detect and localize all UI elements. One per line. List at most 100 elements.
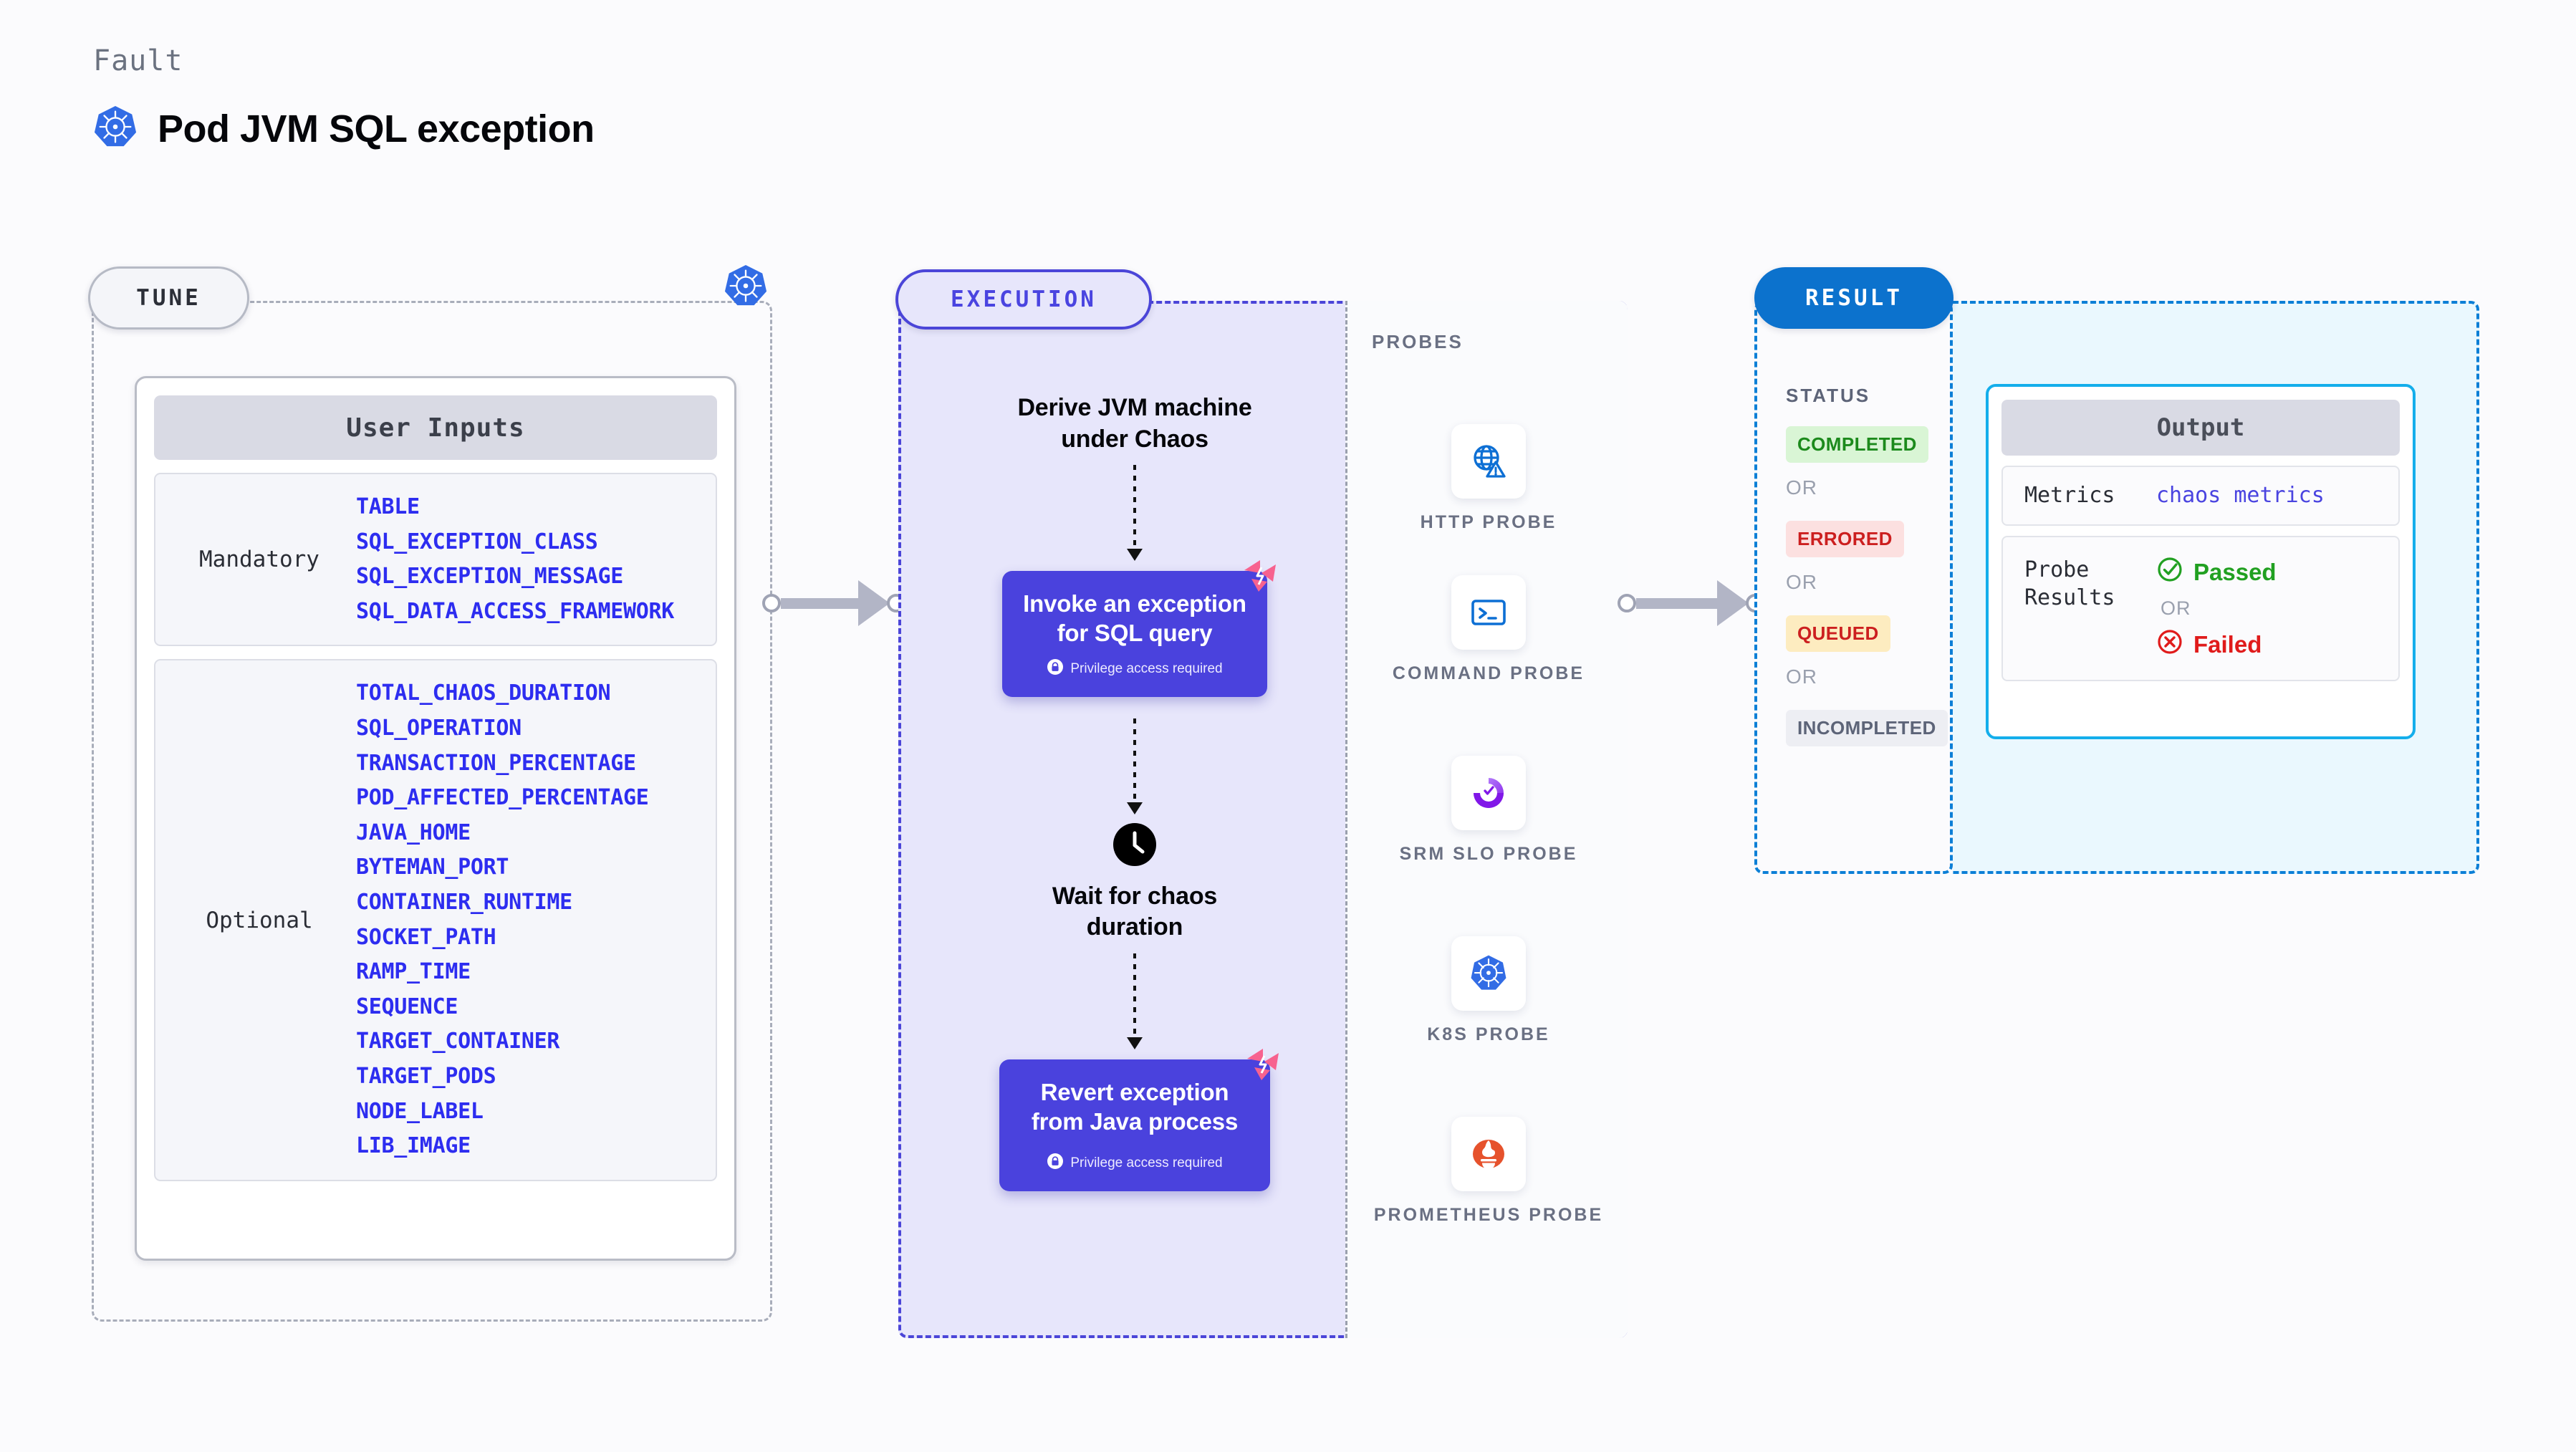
status-badge: INCOMPLETED bbox=[1786, 710, 1948, 746]
status-or-label: OR bbox=[1786, 476, 1817, 499]
probe-label: COMMAND PROBE bbox=[1392, 663, 1585, 683]
optional-param-list: TOTAL_CHAOS_DURATION SQL_OPERATION TRANS… bbox=[356, 676, 708, 1163]
probe-label: PROMETHEUS PROBE bbox=[1373, 1205, 1604, 1225]
execution-step-wait: Wait for chaos duration bbox=[1052, 882, 1218, 941]
probe-item-k8s[interactable]: K8S PROBE bbox=[1347, 936, 1630, 1047]
fault-kicker: Fault bbox=[93, 44, 183, 77]
probe-label: HTTP PROBE bbox=[1420, 512, 1557, 532]
param-item[interactable]: NODE_LABEL bbox=[356, 1098, 484, 1124]
card-privilege-note: Privilege access required bbox=[1012, 1153, 1257, 1174]
param-item[interactable]: TARGET_PODS bbox=[356, 1063, 496, 1089]
card-title: Revert exception from Java process bbox=[1031, 1078, 1239, 1135]
harness-chaos-badge-icon bbox=[1241, 557, 1279, 595]
output-row-probe-results: Probe Results Passed OR bbox=[2001, 535, 2400, 681]
flow-arrow-down-icon bbox=[1133, 465, 1136, 550]
passed-label: Passed bbox=[2193, 558, 2277, 585]
probe-item-prometheus[interactable]: PROMETHEUS PROBE bbox=[1347, 1117, 1630, 1228]
probe-results-label: Probe Results bbox=[2024, 557, 2115, 611]
check-circle-icon bbox=[2156, 556, 2183, 589]
tune-pill-label: TUNE bbox=[88, 266, 249, 330]
output-title: Output bbox=[2001, 400, 2400, 456]
connector-start-dot bbox=[762, 594, 781, 612]
output-card: Output Metrics chaos metrics Probe Resul… bbox=[1986, 384, 2416, 739]
status-or-label: OR bbox=[1786, 571, 1817, 593]
prometheus-icon bbox=[1451, 1117, 1526, 1191]
param-item[interactable]: TOTAL_CHAOS_DURATION bbox=[356, 681, 611, 706]
param-item[interactable]: SOCKET_PATH bbox=[356, 924, 496, 950]
param-item[interactable]: TABLE bbox=[356, 494, 420, 519]
failed-label: Failed bbox=[2193, 630, 2262, 658]
srm-slo-icon bbox=[1451, 756, 1526, 830]
execution-step-derive-jvm: Derive JVM machine under Chaos bbox=[1017, 394, 1252, 453]
probes-panel: PROBES HTTP PROBE bbox=[1345, 301, 1628, 1338]
flow-arrow-down-icon bbox=[1133, 953, 1136, 1038]
param-item[interactable]: BYTEMAN_PORT bbox=[356, 855, 509, 880]
result-status-boundary bbox=[1754, 301, 1953, 874]
result-pill-label: RESULT bbox=[1754, 267, 1953, 329]
param-item[interactable]: LIB_IMAGE bbox=[356, 1133, 471, 1159]
execution-stage: EXECUTION Derive JVM machine under Chaos… bbox=[895, 269, 1628, 1338]
probe-item-command[interactable]: COMMAND PROBE bbox=[1347, 575, 1630, 686]
connector-execution-to-result bbox=[1618, 580, 1764, 626]
kubernetes-icon bbox=[93, 105, 138, 153]
page-title: Pod JVM SQL exception bbox=[158, 107, 595, 150]
lock-icon bbox=[1047, 658, 1064, 680]
connector-tune-to-execution bbox=[762, 580, 905, 626]
result-stage: Output Metrics chaos metrics Probe Resul… bbox=[1754, 267, 2479, 874]
kubernetes-icon bbox=[724, 264, 768, 312]
param-item[interactable]: JAVA_HOME bbox=[356, 819, 471, 845]
param-item[interactable]: SQL_DATA_ACCESS_FRAMEWORK bbox=[356, 598, 675, 624]
connector-arrowhead bbox=[858, 580, 890, 626]
metrics-value: chaos metrics bbox=[2156, 483, 2325, 509]
param-item[interactable]: TRANSACTION_PERCENTAGE bbox=[356, 750, 636, 776]
optional-label: Optional bbox=[206, 907, 313, 933]
user-inputs-card: User Inputs Mandatory TABLE SQL_EXCEPTIO… bbox=[135, 376, 736, 1261]
mandatory-param-list: TABLE SQL_EXCEPTION_CLASS SQL_EXCEPTION_… bbox=[356, 490, 708, 629]
mandatory-params-group: Mandatory TABLE SQL_EXCEPTION_CLASS SQL_… bbox=[154, 473, 717, 647]
connector-arrowhead bbox=[1717, 580, 1749, 626]
user-inputs-title: User Inputs bbox=[154, 395, 717, 460]
param-item[interactable]: TARGET_CONTAINER bbox=[356, 1029, 560, 1054]
execution-flow: Derive JVM machine under Chaos Invoke an… bbox=[898, 393, 1371, 1191]
param-item[interactable]: CONTAINER_RUNTIME bbox=[356, 889, 572, 915]
result-output-boundary: Output Metrics chaos metrics Probe Resul… bbox=[1953, 301, 2479, 874]
x-circle-icon bbox=[2156, 628, 2183, 661]
param-item[interactable]: POD_AFFECTED_PERCENTAGE bbox=[356, 785, 649, 811]
terminal-icon bbox=[1451, 575, 1526, 650]
card-privilege-text: Privilege access required bbox=[1070, 660, 1223, 676]
lock-icon bbox=[1047, 1153, 1064, 1174]
tune-stage: TUNE User Inputs Mandatory TABLE SQL_EXC… bbox=[88, 266, 772, 1322]
metrics-label: Metrics bbox=[2024, 483, 2115, 508]
probe-result-or-label: OR bbox=[2161, 597, 2191, 619]
probe-item-srm-slo[interactable]: SRM SLO PROBE bbox=[1347, 756, 1630, 867]
execution-pill-label: EXECUTION bbox=[895, 269, 1152, 330]
param-item[interactable]: RAMP_TIME bbox=[356, 959, 471, 985]
param-item[interactable]: SQL_EXCEPTION_MESSAGE bbox=[356, 564, 623, 590]
probe-result-failed: Failed bbox=[2156, 628, 2388, 661]
probe-label: SRM SLO PROBE bbox=[1399, 844, 1578, 864]
execution-card-invoke-exception[interactable]: Invoke an exception for SQL query Privil… bbox=[1002, 560, 1276, 697]
harness-chaos-badge-icon bbox=[1244, 1046, 1282, 1083]
param-item[interactable]: SQL_EXCEPTION_CLASS bbox=[356, 529, 598, 554]
optional-params-group: Optional TOTAL_CHAOS_DURATION SQL_OPERAT… bbox=[154, 659, 717, 1181]
status-badge: COMPLETED bbox=[1786, 426, 1928, 463]
status-badge: QUEUED bbox=[1786, 615, 1890, 652]
status-or-label: OR bbox=[1786, 665, 1817, 688]
card-title: Invoke an exception for SQL query bbox=[1023, 590, 1246, 646]
status-badge: ERRORED bbox=[1786, 521, 1904, 557]
connector-bar bbox=[781, 597, 858, 609]
clock-icon bbox=[1112, 822, 1158, 871]
connector-start-dot bbox=[1618, 594, 1636, 612]
page-title-row: Pod JVM SQL exception bbox=[93, 105, 595, 153]
output-row-metrics: Metrics chaos metrics bbox=[2001, 466, 2400, 526]
globe-warning-icon bbox=[1451, 424, 1526, 499]
probes-label: PROBES bbox=[1372, 331, 1464, 352]
card-privilege-note: Privilege access required bbox=[1015, 658, 1254, 680]
probe-item-http[interactable]: HTTP PROBE bbox=[1347, 424, 1630, 535]
param-item[interactable]: SEQUENCE bbox=[356, 994, 458, 1019]
connector-bar bbox=[1636, 597, 1717, 609]
page-header: Fault Pod JVM SQL exception bbox=[93, 44, 595, 153]
probe-label: K8S PROBE bbox=[1427, 1024, 1550, 1044]
execution-card-revert-exception[interactable]: Revert exception from Java process Privi… bbox=[999, 1048, 1279, 1191]
param-item[interactable]: SQL_OPERATION bbox=[356, 715, 522, 741]
